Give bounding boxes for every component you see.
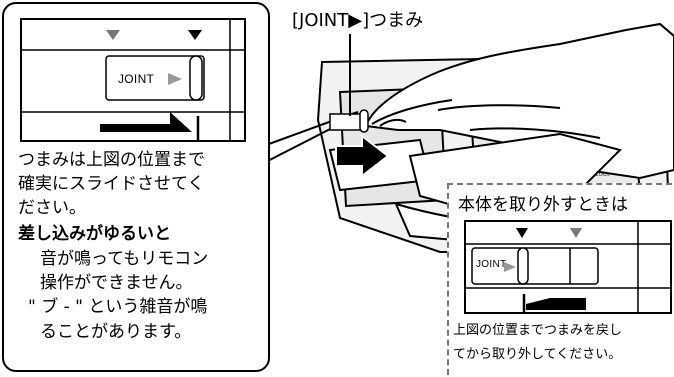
slide-left-arrow-icon <box>526 298 586 310</box>
left-knob-label: JOINT <box>118 72 155 86</box>
slide-right-arrow-icon <box>100 112 192 132</box>
removal-title: 本体を取り外すときは <box>458 195 628 215</box>
warning-line-4: ることがあります。 <box>40 322 192 342</box>
warning-line-2: 操作ができません。 <box>40 273 193 293</box>
device-lock-label: LOCK <box>596 172 610 178</box>
warning-line-3: " ブ - " という雑音が鳴 <box>28 297 208 317</box>
left-detail-drawing <box>22 20 244 140</box>
removal-note-line-2: てから取り外してください。 <box>453 347 622 362</box>
instruction-line-3: ださい。 <box>18 198 86 218</box>
knob-arrow-icon <box>168 73 182 85</box>
right-marker-gray-icon <box>570 228 582 238</box>
warning-heading: 差し込みがゆるいと <box>18 224 171 244</box>
slide-arrow-icon <box>335 133 390 179</box>
right-detail-panel: JOINT <box>464 220 672 314</box>
instruction-line-2: 確実にスライドさせてく <box>18 174 205 194</box>
removal-note-line-1: 上図の位置までつまみを戻し <box>453 323 623 338</box>
marker-black-icon <box>188 30 202 40</box>
marker-gray-icon <box>106 30 120 40</box>
right-knob-arrow-icon <box>504 262 516 272</box>
warning-line-1: 音が鳴ってもリモコン <box>40 249 209 269</box>
right-detail-drawing <box>466 222 670 312</box>
right-marker-black-icon <box>516 228 528 238</box>
right-knob-label: JOINT <box>476 259 507 270</box>
left-detail-panel: JOINT <box>20 18 246 142</box>
joint-knob-label: [JOINT▶]つまみ <box>292 10 424 31</box>
instruction-line-1: つまみは上図の位置まで <box>18 150 205 170</box>
